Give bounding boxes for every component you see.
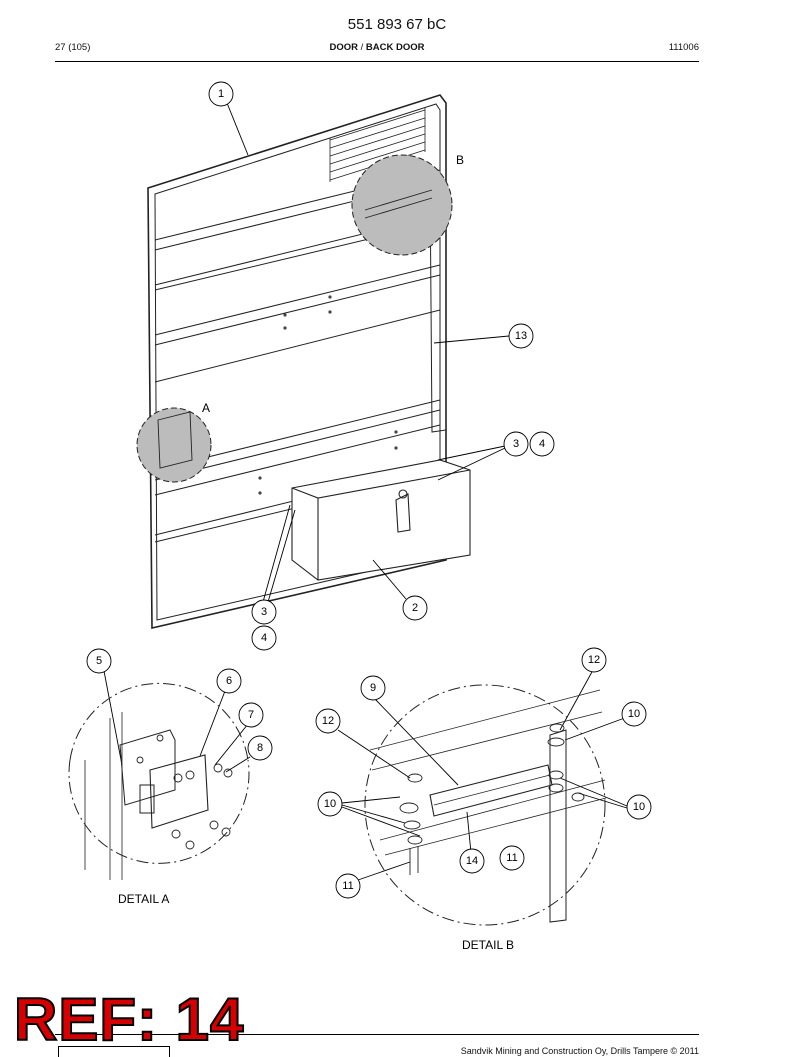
callout-14: 14	[459, 848, 485, 874]
svg-text:13: 13	[515, 330, 527, 342]
callout-6: 6	[216, 668, 242, 694]
svg-text:10: 10	[633, 801, 645, 813]
marker-b: B	[456, 153, 464, 167]
toolbox	[291, 459, 471, 581]
svg-text:10: 10	[324, 798, 336, 810]
section-title-sep: /	[357, 42, 366, 53]
callout-12-right: 12	[581, 647, 607, 673]
svg-text:10: 10	[628, 708, 640, 720]
leader-lines	[103, 102, 631, 881]
svg-text:4: 4	[539, 438, 545, 450]
header-rule	[55, 61, 699, 62]
svg-text:3: 3	[261, 606, 267, 618]
document-number: 551 893 67 bC	[347, 16, 447, 33]
detail-a-view	[68, 682, 250, 880]
svg-text:2: 2	[412, 602, 418, 614]
callout-5: 5	[86, 648, 112, 674]
callout-3-upper: 3	[503, 431, 529, 457]
section-title-back-door: BACK DOOR	[365, 42, 425, 53]
callout-11-left: 11	[335, 873, 361, 899]
callout-4-upper: 4	[529, 431, 555, 457]
callout-8: 8	[247, 735, 273, 761]
sandvik-logo	[58, 1046, 170, 1057]
svg-text:1: 1	[218, 88, 224, 100]
callout-12-left: 12	[315, 708, 341, 734]
svg-text:12: 12	[588, 654, 600, 666]
svg-text:8: 8	[257, 742, 263, 754]
svg-text:7: 7	[248, 709, 254, 721]
svg-text:3: 3	[513, 438, 519, 450]
callout-3-lower: 3	[251, 599, 277, 625]
svg-text:12: 12	[322, 715, 334, 727]
svg-text:11: 11	[506, 852, 517, 864]
callout-10-left: 10	[317, 791, 343, 817]
ref-watermark: REF: 14	[13, 986, 245, 1053]
callout-13: 13	[508, 323, 534, 349]
svg-text:9: 9	[370, 682, 376, 694]
section-title: DOOR / BACK DOOR	[55, 42, 699, 53]
detail-b-zone	[351, 154, 453, 256]
callout-1: 1	[208, 81, 234, 107]
callout-7: 7	[238, 702, 264, 728]
section-title-door: DOOR	[329, 42, 358, 53]
svg-text:5: 5	[96, 655, 102, 667]
svg-text:14: 14	[466, 855, 478, 867]
svg-text:4: 4	[261, 632, 267, 644]
callout-10-top-right: 10	[621, 701, 647, 727]
footer-copyright: Sandvik Mining and Construction Oy, Dril…	[460, 1046, 699, 1056]
callout-9: 9	[360, 675, 386, 701]
svg-text:11: 11	[342, 880, 353, 892]
svg-text:6: 6	[226, 675, 232, 687]
detail-a-zone	[136, 407, 212, 483]
callout-10-right: 10	[626, 794, 652, 820]
callout-4-lower: 4	[251, 625, 277, 651]
callout-2: 2	[402, 595, 428, 621]
date-code: 111006	[668, 42, 699, 53]
detail-b-caption: DETAIL B	[462, 938, 514, 952]
page-number: 27 (105)	[55, 42, 91, 53]
callout-11-right: 11	[499, 845, 525, 871]
footer-rule	[55, 1034, 699, 1035]
detail-a-caption: DETAIL A	[118, 892, 169, 906]
marker-a: A	[202, 401, 210, 415]
detail-b-view	[364, 684, 607, 926]
